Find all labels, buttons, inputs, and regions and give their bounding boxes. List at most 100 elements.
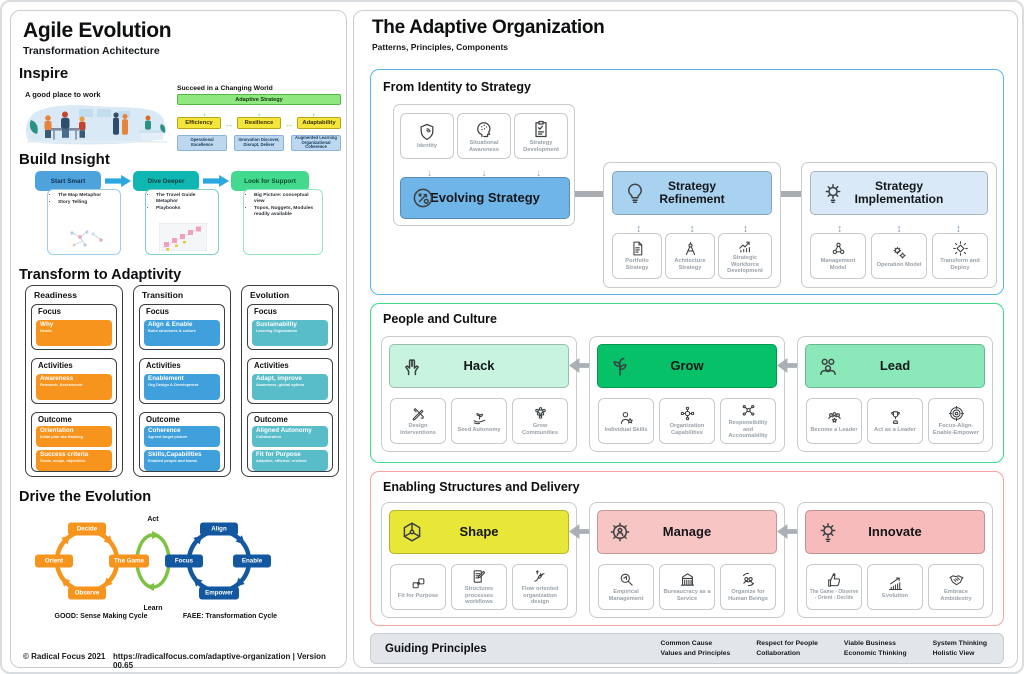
down-arrow-icon [427, 163, 432, 175]
people-circle-icon [740, 571, 757, 588]
target-icon [948, 405, 965, 422]
sub-label: Operation Model [876, 261, 922, 268]
sub-label: Fit for Purpose [397, 592, 439, 599]
hex-network-icon [400, 520, 424, 544]
pill-sub: Org Design & Development [148, 381, 199, 387]
pill: Awareness Research, Assessment [36, 374, 112, 400]
up-down-arrow-icon [743, 219, 748, 231]
sub-label: Bureaucracy as a Service [663, 589, 711, 602]
implementation-subs: Management Model Operation Model Transfo… [810, 233, 988, 279]
crossed-pencils-icon [410, 405, 427, 422]
evolving-strategy-card: Identity Situational Awareness Strategy … [393, 104, 575, 226]
people-group-icon [816, 354, 840, 378]
drive-cycles-diagram: Orient Decide Observe The Game Focus Ali… [35, 516, 277, 620]
sticky-notes-sketch [159, 223, 207, 251]
sub-box: The Game - Observe - Orient - Decide [806, 564, 862, 610]
group-label: Grow [670, 358, 704, 374]
drafting-compass-icon [682, 240, 699, 257]
thumbs-up-icon [826, 572, 843, 589]
bullet-list: The Map Metaphor Story Telling [52, 193, 118, 206]
sprout-icon [608, 354, 632, 378]
pill-sub: Agreed target picture [148, 433, 188, 439]
identity-inputs: Identity Situational Awareness Strategy … [400, 113, 568, 159]
group-label: Manage [662, 524, 712, 540]
group-label: Innovate [868, 524, 922, 540]
section-heading: From Identity to Strategy [383, 80, 531, 94]
lead-box: Lead [805, 344, 985, 388]
sub-box: Focus-Align-Enable-Empower [928, 398, 984, 444]
left-title: Agile Evolution [23, 19, 172, 42]
build-insight-heading: Build Insight [19, 151, 110, 168]
sub-label: Structures processes workflows [464, 586, 494, 606]
bullet: Story Telling [58, 200, 118, 206]
succeed-pillars: Efficiency Resilience Adaptability [177, 114, 341, 132]
document-icon [629, 240, 646, 257]
pill: Skills,Capabilities Enabled people and t… [144, 450, 220, 471]
magnifier-icon [618, 571, 635, 588]
strategy-implementation-box: Strategy Implementation [810, 171, 988, 215]
column-title: Readiness [34, 290, 77, 300]
adaptive-strategy-banner: Adaptive Strategy [177, 94, 341, 105]
sub-label: Grow Communities [521, 423, 559, 436]
sub-label: Act as a Leader [873, 426, 917, 433]
sub-box: Grow Communities [512, 398, 568, 444]
right-panel: The Adaptive Organization Patterns, Prin… [353, 10, 1018, 668]
pill-title: Enablement [148, 375, 184, 382]
pill: Enablement Org Design & Development [144, 374, 220, 400]
row-label: Outcome [38, 415, 72, 424]
foundation-box: Operational Excellence [177, 135, 227, 151]
hack-group: Hack Design Interventions Seed Autonomy … [381, 336, 577, 452]
left-subtitle: Transformation Achitecture [23, 45, 160, 57]
people-and-culture-section: People and Culture Hack Design Intervent… [370, 303, 1004, 463]
grow-subs: Individual Skills Organization Capabilit… [598, 398, 776, 444]
connector-arrows [612, 219, 772, 231]
row-label: Focus [254, 307, 277, 316]
pill: Success criteria Goals, scope, objective… [36, 450, 112, 471]
guiding-line: Respect for People [756, 640, 818, 648]
bar-chart-icon [887, 575, 904, 592]
succeed-diagram: Succeed in a Changing World Adaptive Str… [177, 85, 341, 153]
growth-arrow-icon [737, 237, 754, 254]
shape-box: Shape [389, 510, 569, 554]
pill: Aligned Autonomy Collaboration [252, 426, 328, 447]
drive-heading: Drive the Evolution [19, 489, 152, 505]
good-node-the-game: The Game [114, 558, 144, 565]
copyright: © Radical Focus 2021 [23, 652, 106, 661]
pill: Adapt, improve Awareness, global optima [252, 374, 328, 400]
guiding-line: Common Cause [660, 640, 713, 648]
strategy-refinement-card: Strategy Refinement Portfolio Strategy A… [603, 162, 781, 288]
footer-url: https://radicalfocus.com/adaptive-organi… [113, 652, 326, 670]
bullet: Big Picture: conceptual view [254, 193, 320, 205]
gear-person-icon [608, 520, 632, 544]
connector-bar [781, 191, 801, 197]
faee-node-empower: Empower [205, 590, 233, 597]
section-heading: Enabling Structures and Delivery [383, 480, 580, 494]
outcome-box: Outcome Aligned Autonomy Collaboration F… [247, 412, 333, 472]
innovate-subs: The Game - Observe - Orient - Decide Evo… [806, 564, 984, 610]
row-label: Activities [146, 361, 181, 370]
up-down-arrow-icon [956, 219, 961, 231]
section-heading: People and Culture [383, 312, 497, 326]
input-label: Identity [416, 143, 438, 150]
pill: Fit for Purpose Adaptive, efficient, res… [252, 450, 328, 471]
down-arrow-icon [481, 163, 486, 175]
sub-label: Transform and Deploy [940, 258, 980, 271]
pill: Sustainability Learning Organization [252, 320, 328, 346]
sub-box: Become a Leader [806, 398, 862, 444]
sub-label: Organization Capabilities [669, 423, 705, 436]
sub-label: Focus-Align-Enable-Empower [932, 423, 980, 436]
gear-bulb-icon [816, 520, 840, 544]
pill-title: Success criteria [40, 451, 89, 458]
manage-group: Manage Empirical Management Bureaucracy … [589, 502, 785, 618]
enabling-structures-section: Enabling Structures and Delivery Shape F… [370, 471, 1004, 626]
pill-title: Skills,Capabilities [148, 451, 202, 458]
inspire-heading: Inspire [19, 65, 69, 82]
sub-label: Achitecture Strategy [674, 258, 706, 271]
mindmap-sketch [70, 230, 103, 247]
up-down-arrow-icon [837, 219, 842, 231]
input-label: Situational Awareness [469, 139, 499, 153]
shape-group: Shape Fit for Purpose Structures process… [381, 502, 577, 618]
outcome-box: Outcome Orientation Initial plan aka Bac… [31, 412, 117, 472]
